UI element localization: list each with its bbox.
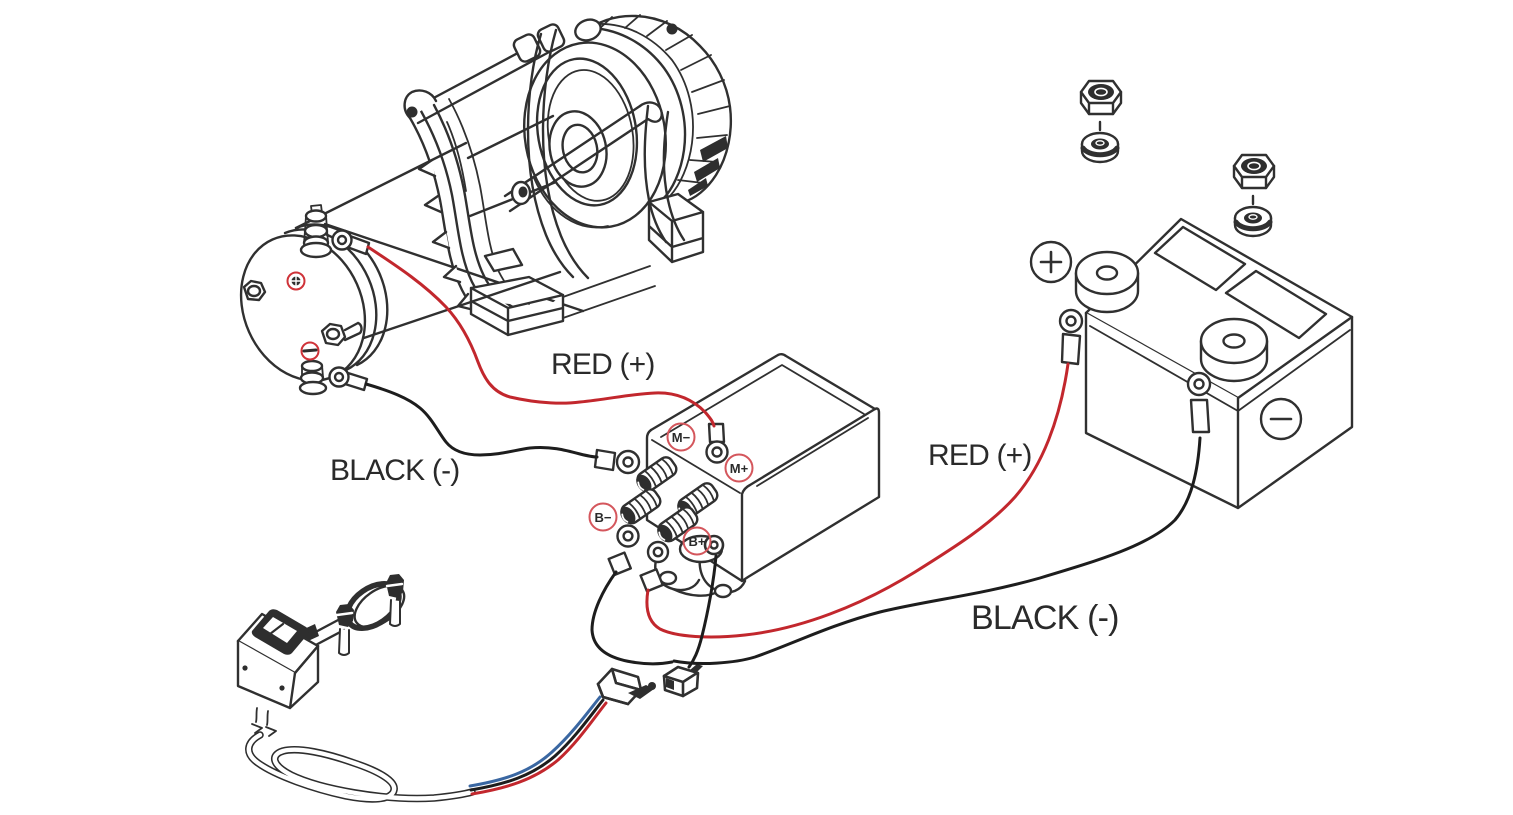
svg-text:B−: B− <box>595 510 612 525</box>
svg-text:B+: B+ <box>689 534 706 549</box>
svg-text:RED (+): RED (+) <box>928 439 1032 472</box>
svg-text:M+: M+ <box>730 461 749 476</box>
svg-text:BLACK (-): BLACK (-) <box>971 599 1119 637</box>
svg-text:M−: M− <box>672 430 691 445</box>
svg-text:RED (+): RED (+) <box>551 348 655 381</box>
svg-text:BLACK (-): BLACK (-) <box>330 454 460 487</box>
